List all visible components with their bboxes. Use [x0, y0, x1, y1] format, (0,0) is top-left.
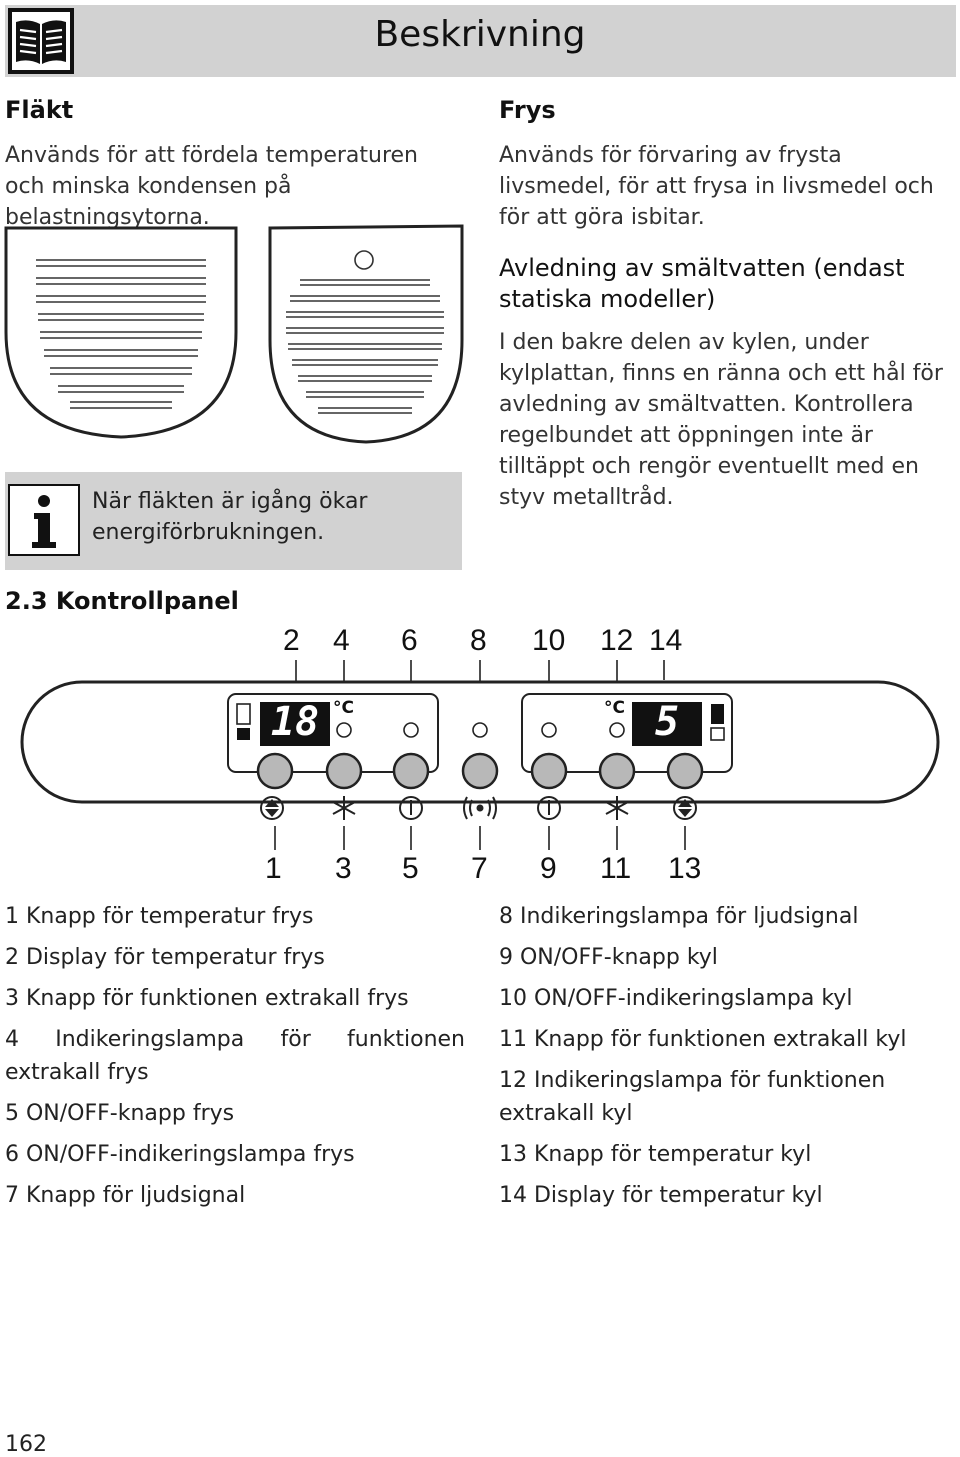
- legend-item: 2 Display för temperatur frys: [5, 945, 325, 970]
- legend-item: 9 ON/OFF-knapp kyl: [499, 945, 718, 970]
- legend-item: 13 Knapp för temperatur kyl: [499, 1142, 812, 1167]
- callout-10: 10: [532, 624, 566, 657]
- drain-heading: Avledning av smältvatten (endast statisk…: [499, 254, 905, 313]
- legend-item: 6 ON/OFF-indikeringslampa frys: [5, 1142, 355, 1167]
- freezer-temp-display: 18: [270, 699, 320, 745]
- callout-5: 5: [402, 852, 419, 885]
- legend-item: 5 ON/OFF-knapp frys: [5, 1101, 235, 1126]
- legend-item: 1 Knapp för temperatur frys: [5, 904, 314, 929]
- legend-right: 8 Indikeringslampa för ljudsignal 9 ON/O…: [499, 900, 957, 1220]
- legend-item: 3 Knapp för funktionen extrakall frys: [5, 986, 409, 1011]
- legend-item: 14 Display för temperatur kyl: [499, 1183, 823, 1208]
- callout-4: 4: [333, 624, 350, 657]
- callout-2: 2: [283, 624, 300, 657]
- legend-item: 12 Indikeringslampa för funktionen extra…: [499, 1068, 886, 1126]
- callout-1: 1: [265, 852, 282, 885]
- control-panel-heading: 2.3 Kontrollpanel: [5, 587, 239, 615]
- callout-7: 7: [471, 852, 488, 885]
- fan-heading: Fläkt: [5, 96, 74, 124]
- legend-left: 1 Knapp för temperatur frys 2 Display fö…: [5, 900, 465, 1220]
- legend-item: 7 Knapp för ljudsignal: [5, 1183, 246, 1208]
- control-panel-diagram: [20, 660, 940, 850]
- fridge-temp-display: 5: [654, 699, 680, 745]
- callout-9: 9: [540, 852, 557, 885]
- page-title: Beskrivning: [374, 14, 586, 55]
- legend-item: 8 Indikeringslampa för ljudsignal: [499, 904, 859, 929]
- legend-item: 4 Indikeringslampa för funktionen extrak…: [5, 1027, 465, 1085]
- drain-text: I den bakre delen av kylen, under kylpla…: [499, 330, 943, 510]
- legend-item: 10 ON/OFF-indikeringslampa kyl: [499, 986, 853, 1011]
- info-text: När fläkten är igång ökar energiförbrukn…: [92, 489, 368, 545]
- callout-3: 3: [335, 852, 352, 885]
- freezer-text: Används för förvaring av frysta livsmede…: [499, 143, 934, 230]
- callout-13: 13: [668, 852, 702, 885]
- fan-illustration: [4, 224, 464, 444]
- book-icon: [8, 8, 74, 74]
- legend-item: 11 Knapp för funktionen extrakall kyl: [499, 1027, 907, 1052]
- freezer-unit-label: °C: [333, 698, 354, 718]
- fridge-unit-label: °C: [604, 698, 625, 718]
- callout-14: 14: [649, 624, 683, 657]
- header-bar: [5, 5, 956, 77]
- callout-6: 6: [401, 624, 418, 657]
- callout-8: 8: [470, 624, 487, 657]
- page-number: 162: [5, 1432, 47, 1457]
- fan-text: Används för att fördela temperaturen och…: [5, 143, 419, 230]
- freezer-heading: Frys: [499, 96, 556, 124]
- callout-11: 11: [600, 852, 632, 885]
- info-box: [5, 472, 462, 570]
- info-icon: [8, 484, 80, 556]
- callout-12: 12: [600, 624, 634, 657]
